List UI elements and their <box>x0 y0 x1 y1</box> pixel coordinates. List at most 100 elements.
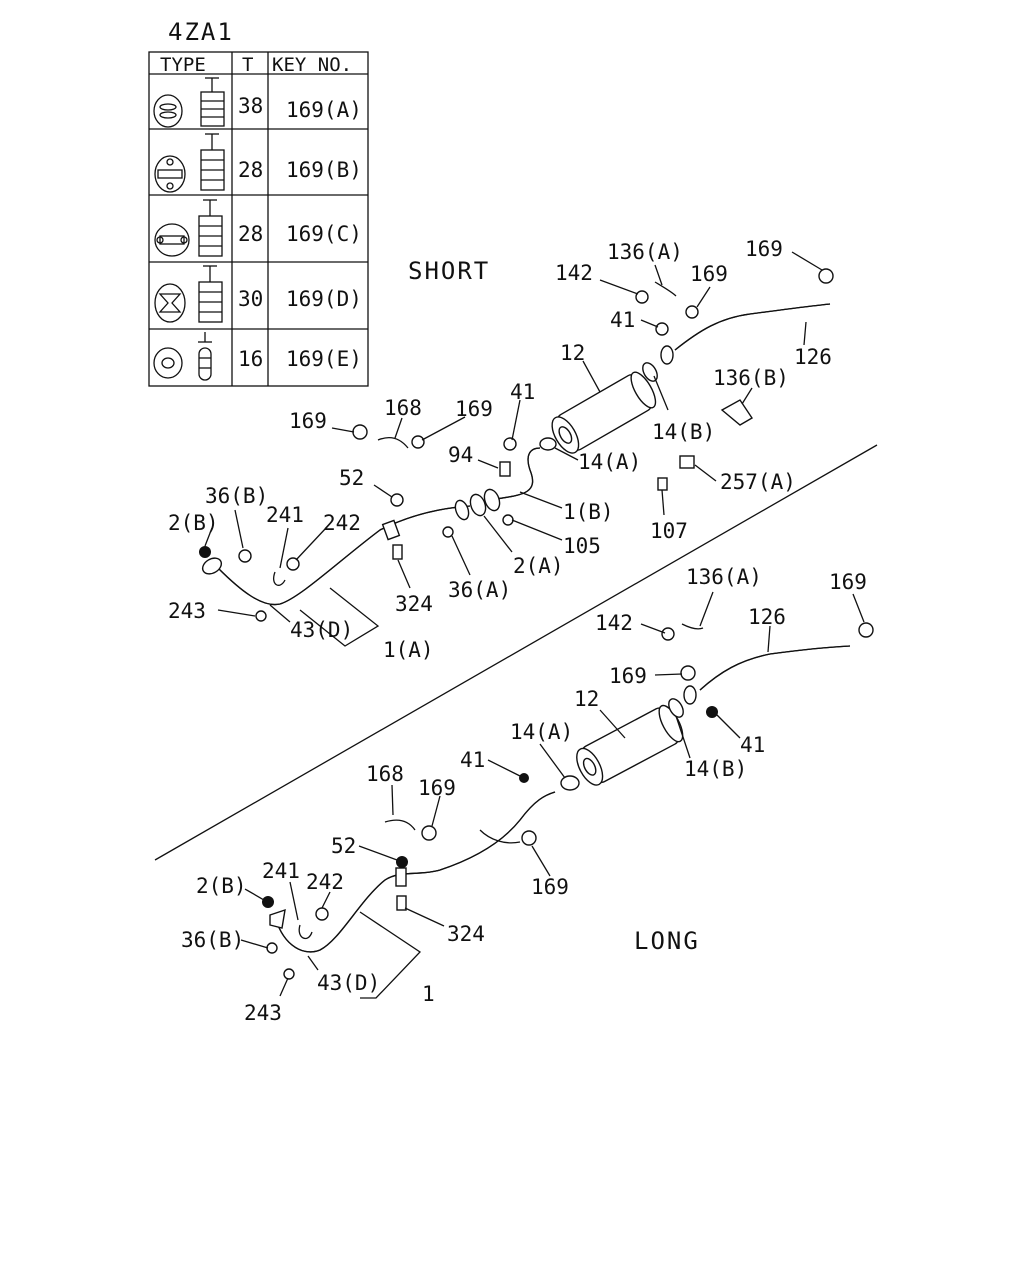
flange-icon <box>201 557 223 575</box>
table-row: 28 169(B) <box>154 133 362 193</box>
nut-icon <box>503 437 517 451</box>
row-t: 16 <box>238 347 263 371</box>
gasket-icon <box>454 499 470 521</box>
label-136a: 136(A) <box>686 565 762 589</box>
header-t: T <box>242 54 253 76</box>
label-41: 41 <box>510 380 535 404</box>
bracket-168-icon <box>384 819 416 831</box>
nut-icon <box>199 546 211 558</box>
label-12: 12 <box>574 687 599 711</box>
label-36a: 36(A) <box>448 578 511 602</box>
label-324: 324 <box>447 922 485 946</box>
label-241: 241 <box>262 859 300 883</box>
label-169: 169 <box>609 664 647 688</box>
nut-icon <box>396 856 408 868</box>
header-type: TYPE <box>160 54 206 76</box>
hanger-side-b-icon <box>200 133 225 191</box>
nut-icon <box>283 968 295 980</box>
label-41: 41 <box>610 308 635 332</box>
rubber-mount-icon <box>685 305 699 319</box>
label-14a: 14(A) <box>510 720 573 744</box>
label-168: 168 <box>366 762 404 786</box>
label-169: 169 <box>289 409 327 433</box>
bolt-icon <box>286 557 300 571</box>
label-14b: 14(B) <box>652 420 715 444</box>
row-key: 169(B) <box>286 158 362 182</box>
label-136a: 136(A) <box>607 240 683 264</box>
label-169: 169 <box>745 237 783 261</box>
section-label-short: SHORT <box>408 257 490 285</box>
hanger-side-d-icon <box>198 265 223 323</box>
label-1b: 1(B) <box>563 500 614 524</box>
rubber-mount-icon <box>858 622 874 638</box>
section-label-long: LONG <box>634 927 700 955</box>
row-key: 169(D) <box>286 287 362 311</box>
bracket-136a-icon <box>654 281 677 297</box>
flange-icon <box>269 908 286 929</box>
nut-icon <box>255 610 267 622</box>
hanger-bracket-icon <box>395 867 407 887</box>
hanger-side-c-icon <box>198 199 223 257</box>
gasket-icon <box>539 437 557 451</box>
nut-icon <box>655 322 669 336</box>
hanger-side-e-icon <box>198 332 212 381</box>
label-168: 168 <box>384 396 422 420</box>
rubber-mount-icon <box>352 424 368 440</box>
label-126: 126 <box>794 345 832 369</box>
label-142: 142 <box>595 611 633 635</box>
gasket-icon <box>483 488 501 512</box>
label-52: 52 <box>331 834 356 858</box>
gasket-icon <box>560 775 580 791</box>
bolt-icon <box>499 461 511 477</box>
row-t: 30 <box>238 287 263 311</box>
hanger-side-a-icon <box>200 77 225 127</box>
bolt-icon <box>661 627 675 641</box>
rubber-mount-icon <box>818 268 834 284</box>
nut-icon <box>442 526 454 538</box>
gasket-icon <box>668 698 684 718</box>
label-324: 324 <box>395 592 433 616</box>
hanger-241-icon <box>298 924 313 940</box>
rubber-hanger-a-icon <box>153 94 183 128</box>
label-43d: 43(D) <box>290 618 353 642</box>
gasket-icon <box>469 493 487 517</box>
nut-icon <box>262 896 274 908</box>
label-136b: 136(B) <box>713 366 789 390</box>
label-14b: 14(B) <box>684 757 747 781</box>
label-2a: 2(A) <box>513 554 564 578</box>
bolt-icon <box>657 477 668 491</box>
row-t: 38 <box>238 94 263 118</box>
label-41: 41 <box>460 748 485 772</box>
header-key-no: KEY NO. <box>272 54 352 76</box>
bracket-168-icon <box>377 437 409 449</box>
label-36b: 36(B) <box>181 928 244 952</box>
label-243: 243 <box>168 599 206 623</box>
nut-icon <box>502 514 514 526</box>
mount-type-table: TYPE T KEY NO. 38 169(A) <box>148 51 369 387</box>
rubber-mount-icon <box>680 665 696 681</box>
rubber-hanger-c-icon <box>154 223 190 257</box>
nut-icon <box>390 493 404 507</box>
label-105: 105 <box>563 534 601 558</box>
label-169: 169 <box>690 262 728 286</box>
label-2b: 2(B) <box>168 511 219 535</box>
label-41: 41 <box>740 733 765 757</box>
diagram-code: 4ZA1 <box>168 18 234 46</box>
table-row: 16 169(E) <box>153 332 362 381</box>
label-43d: 43(D) <box>317 971 380 995</box>
row-key: 169(C) <box>286 222 362 246</box>
bracket-icon <box>479 829 521 844</box>
section-divider <box>154 444 878 861</box>
rubber-hanger-b-icon <box>154 155 186 193</box>
label-52: 52 <box>339 466 364 490</box>
rubber-mount-icon <box>421 825 437 841</box>
label-36b: 36(B) <box>205 484 268 508</box>
label-12: 12 <box>560 341 585 365</box>
hanger-241-icon <box>273 571 286 586</box>
label-142: 142 <box>555 261 593 285</box>
rubber-mount-icon <box>411 435 425 449</box>
row-t: 28 <box>238 222 263 246</box>
label-169: 169 <box>418 776 456 800</box>
rubber-hanger-e-icon <box>153 347 183 379</box>
